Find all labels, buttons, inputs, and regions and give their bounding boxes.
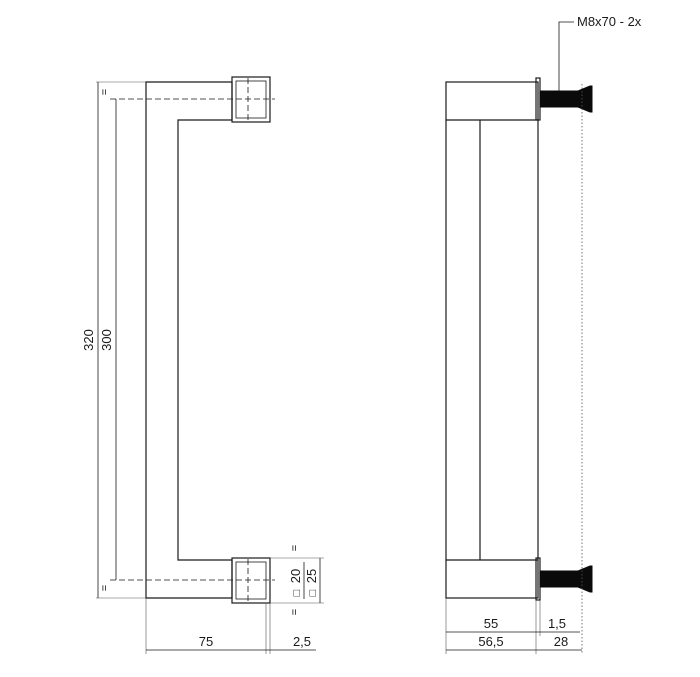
- screw-label: M8x70 - 2x: [577, 14, 642, 29]
- dimension-total-depth: 56,5 28: [446, 634, 582, 651]
- dim-25-label: 25: [304, 569, 319, 583]
- handle-outline: [145, 81, 233, 599]
- dimension-overall-length: 320: [81, 81, 146, 599]
- side-bar-outline: [445, 81, 539, 599]
- square-symbol-25: □: [307, 589, 319, 596]
- dim-55-label: 55: [484, 616, 498, 631]
- top-screw-icon: [539, 85, 593, 113]
- square-symbol-20: □: [291, 589, 303, 596]
- dim-56-5-label: 56,5: [478, 634, 503, 649]
- dim-2-5-label: 2,5: [293, 634, 311, 649]
- bottom-standoff: [110, 557, 275, 604]
- equal-mark-bottom-left: =: [99, 585, 111, 591]
- screw-callout: M8x70 - 2x: [558, 14, 642, 91]
- dimension-square-section: □ 20 □ 25 = =: [270, 545, 324, 615]
- dim-320-label: 320: [81, 329, 96, 351]
- dimension-depth: 55 1,5: [445, 598, 580, 654]
- dim-1-5-label: 1,5: [548, 616, 566, 631]
- bottom-screw-icon: [539, 565, 593, 593]
- equal-mark-bottom-right: =: [289, 609, 301, 615]
- dim-75-label: 75: [199, 634, 213, 649]
- dim-20-label: 20: [288, 569, 303, 583]
- dim-28-label: 28: [554, 634, 568, 649]
- equal-mark-top-left: =: [99, 89, 111, 95]
- dimension-projection: 75 2,5: [145, 598, 316, 654]
- dim-300-label: 300: [99, 329, 114, 351]
- top-standoff: [110, 76, 275, 123]
- equal-mark-top-right: =: [289, 545, 301, 551]
- front-view: 320 300 = = 75 2,5 □ 20 □ 25 =: [81, 76, 324, 654]
- dimension-center-distance: 300: [99, 99, 117, 580]
- side-view: M8x70 - 2x 55 1,5 56,5 28: [445, 14, 642, 654]
